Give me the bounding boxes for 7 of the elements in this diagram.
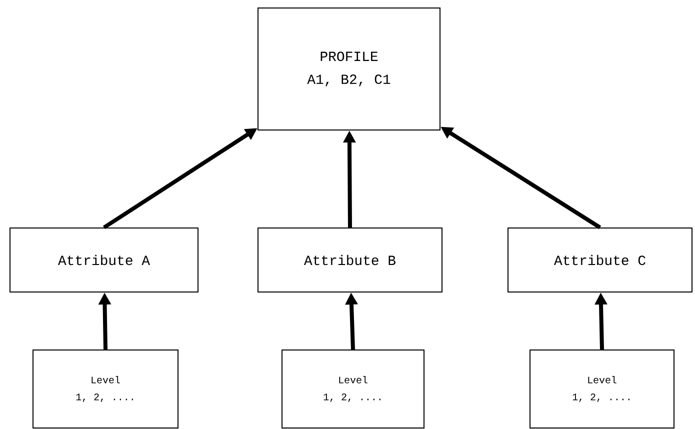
attribute-box: Attribute B xyxy=(258,228,442,292)
attribute-box: Attribute C xyxy=(508,228,692,292)
level-box: Level 1, 2, .... xyxy=(530,350,674,428)
profile-box: PROFILE A1, B2, C1 xyxy=(258,8,440,130)
level-box: Level 1, 2, .... xyxy=(282,350,424,428)
level-box: Level 1, 2, .... xyxy=(32,350,178,428)
attribute-box: Attribute A xyxy=(10,228,198,292)
